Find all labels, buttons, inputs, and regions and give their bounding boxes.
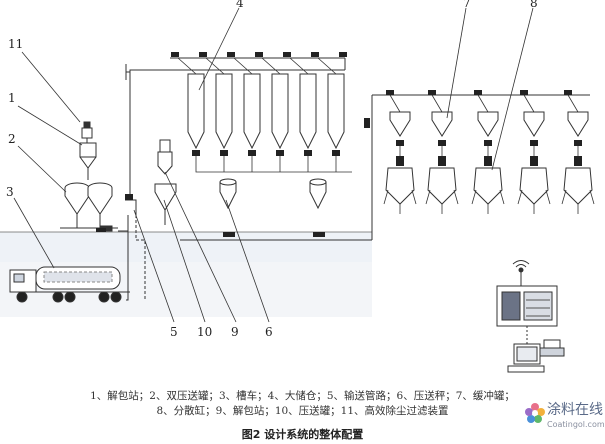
watermark: 涂料在线 Coatingol.com bbox=[524, 399, 605, 437]
silo-outlet-valves-4 bbox=[192, 150, 340, 156]
legend-line-1: 1、解包站；2、双压送罐；3、槽车；4、大储仓；5、输送管路；6、压送秤；7、缓… bbox=[90, 390, 515, 402]
buffer-tanks-7 bbox=[389, 111, 589, 137]
silo-discharge-lines-4 bbox=[195, 156, 352, 173]
silo-inlet-pipes-4 bbox=[177, 57, 337, 75]
callout-11: 11 bbox=[8, 37, 23, 51]
scale-outlet-valves-6 bbox=[223, 232, 325, 237]
callout-7: 7 bbox=[463, 0, 471, 10]
callout-5: 5 bbox=[170, 325, 178, 339]
double-pressure-tank-2 bbox=[60, 182, 118, 232]
buffer-tank-pipes-7 bbox=[389, 94, 579, 165]
figure-caption: 图2 设计系统的整体配置 bbox=[241, 428, 364, 441]
storage-silos-4 bbox=[187, 73, 345, 150]
callout-4: 4 bbox=[236, 0, 244, 10]
unpacking-station-9 bbox=[157, 139, 173, 175]
callout-2: 2 bbox=[8, 132, 16, 146]
dust-filter-11 bbox=[83, 121, 91, 129]
computer-monitor-icon bbox=[507, 326, 545, 373]
callout-6: 6 bbox=[265, 325, 273, 339]
buffer-tank-valves-7 bbox=[386, 90, 582, 146]
valve-block-5 bbox=[96, 118, 370, 232]
silo-top-filters-4 bbox=[171, 52, 347, 57]
watermark-title: 涂料在线 bbox=[547, 402, 603, 418]
disperser-motors-8 bbox=[396, 156, 582, 166]
callout-3: 3 bbox=[6, 185, 14, 199]
callout-leaders bbox=[13, 7, 534, 323]
pressure-tank-10 bbox=[154, 183, 177, 225]
callout-numbers: 11 1 2 3 4 7 8 5 10 9 6 bbox=[6, 0, 538, 339]
callout-10: 10 bbox=[197, 325, 212, 339]
dispersion-vessels-8 bbox=[385, 167, 593, 205]
control-cabinet bbox=[496, 285, 558, 327]
callout-1: 1 bbox=[8, 91, 16, 105]
printer-icon bbox=[539, 339, 565, 357]
pressure-scales-6 bbox=[219, 178, 327, 210]
legend-line-2: 8、分散缸；9、解包站；10、压送罐；11、高效除尘过滤装置 bbox=[156, 405, 449, 417]
callout-9: 9 bbox=[231, 325, 239, 339]
callout-8: 8 bbox=[530, 0, 538, 10]
flower-logo-icon bbox=[525, 403, 545, 423]
tanker-truck-3 bbox=[9, 266, 130, 303]
unpacking-station-1 bbox=[79, 127, 97, 180]
antenna-icon bbox=[512, 260, 530, 286]
vessel-legs-8 bbox=[383, 189, 595, 214]
watermark-url: Coatingol.com bbox=[547, 420, 605, 429]
